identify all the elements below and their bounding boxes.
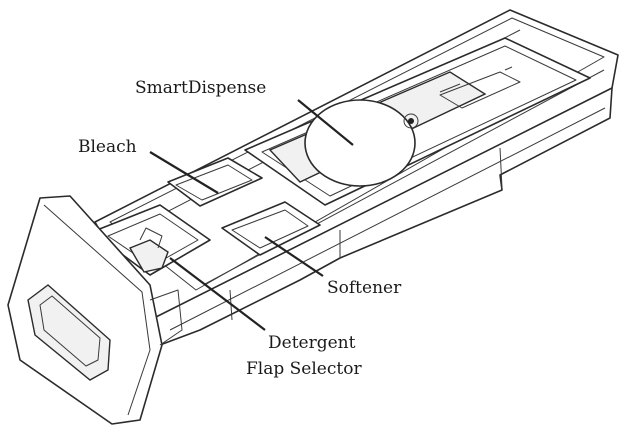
bleach-compartment <box>167 157 263 207</box>
drawer-front-handle <box>7 195 183 425</box>
leader-detergent <box>169 257 266 331</box>
label-smartdispense: SmartDispense <box>135 78 266 98</box>
smartdispense-compartment <box>244 37 591 206</box>
leader-softener <box>264 236 324 277</box>
label-bleach: Bleach <box>78 137 137 157</box>
label-flap-selector: Flap Selector <box>246 359 362 379</box>
softener-compartment <box>221 201 321 256</box>
label-softener: Softener <box>327 278 402 298</box>
label-detergent: Detergent <box>268 333 356 353</box>
detergent-compartment <box>91 204 211 276</box>
leader-bleach <box>149 151 219 194</box>
leader-smartdispense <box>297 99 354 146</box>
cartridge-disc <box>304 99 416 187</box>
